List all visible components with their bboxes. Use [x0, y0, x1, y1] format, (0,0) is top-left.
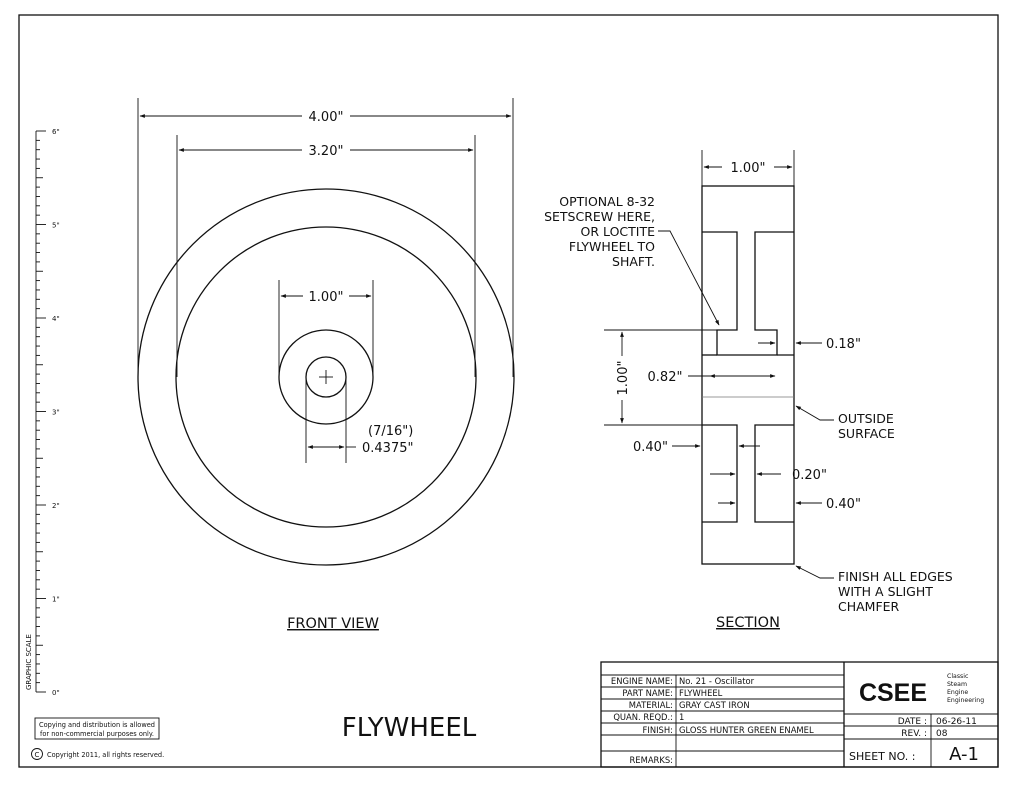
dim-hub-inner: 0.82" — [648, 370, 683, 385]
copyright-notice-box — [34, 717, 160, 740]
outside-note-line: SURFACE — [838, 426, 895, 441]
copyright-symbol: C — [35, 751, 40, 759]
tb-rev-label: REV. : — [901, 729, 927, 739]
outside-leader — [795, 405, 834, 421]
tb-sheet-label: SHEET NO. : — [849, 750, 916, 763]
tb-label-material: MATERIAL: — [629, 700, 673, 710]
tb-value-finish: GLOSS HUNTER GREEN ENAMEL — [679, 725, 814, 735]
dim-hub-diameter: 1.00" — [309, 290, 344, 305]
tb-date-label: DATE : — [898, 717, 927, 727]
dim-hub-offset: 0.18" — [826, 337, 861, 352]
drawing-title: FLYWHEEL — [342, 713, 477, 743]
dim-outer-diameter: 4.00" — [309, 110, 344, 125]
setscrew-note: OPTIONAL 8-32 SETSCREW HERE, OR LOCTITE … — [544, 194, 655, 269]
dim-hub-length: 1.00" — [616, 361, 631, 396]
inner-rim-circle — [175, 226, 477, 528]
copyright-text: Copyright 2011, all rights reserved. — [47, 751, 164, 759]
title-block: ENGINE NAME: No. 21 - Oscillator PART NA… — [600, 661, 999, 768]
section-view-label: SECTION — [716, 615, 780, 631]
section-view: 1.00" 1.00" 0.82" 0.18" 0.40" 0.20" 0.40… — [544, 150, 953, 631]
tb-rev-value: 08 — [936, 729, 948, 739]
dim-bore-decimal: 0.4375" — [362, 441, 413, 456]
tb-label-engine-name: ENGINE NAME: — [611, 676, 673, 686]
title-block-frame — [600, 661, 999, 768]
front-view: 4.00" 3.20" 1.00" (7/16") 0.4375" FRONT … — [137, 98, 515, 632]
scale-tick-label: 0" — [52, 689, 60, 697]
finish-note-line: CHAMFER — [838, 599, 900, 614]
scale-tick-label: 4" — [52, 315, 60, 323]
csee-logo: CSEE — [859, 679, 927, 707]
tb-label-quantity: QUAN. REQD.: — [613, 712, 673, 722]
logo-word: Engine — [947, 689, 968, 696]
scale-tick-label: 2" — [52, 502, 60, 510]
tb-label-part-name: PART NAME: — [622, 688, 673, 698]
setscrew-leader — [658, 230, 720, 326]
scale-label: GRAPHIC SCALE — [25, 634, 33, 690]
section-lower-cavity — [754, 424, 794, 523]
tb-label-finish: FINISH: — [643, 725, 673, 735]
section-upper-cavity — [702, 231, 794, 356]
copyright-area: Copying and distribution is allowed for … — [31, 717, 164, 760]
section-outline — [701, 185, 795, 565]
finish-note-line: FINISH ALL EDGES — [838, 569, 953, 584]
setscrew-note-line: FLYWHEEL TO — [569, 239, 655, 254]
scale-tick-label: 6" — [52, 128, 60, 136]
tb-sheet-value: A-1 — [949, 744, 979, 765]
setscrew-note-line: SHAFT. — [612, 254, 655, 269]
dim-bore-fraction: (7/16") — [368, 424, 413, 439]
dim-rim-inner-diameter: 3.20" — [309, 144, 344, 159]
logo-word: Steam — [947, 681, 967, 688]
scale-tick-label: 5" — [52, 222, 60, 230]
tb-value-material: GRAY CAST IRON — [679, 700, 750, 710]
outside-note-line: OUTSIDE — [838, 411, 894, 426]
scale-tick-label: 3" — [52, 409, 60, 417]
tb-value-part-name: FLYWHEEL — [679, 688, 723, 698]
setscrew-note-line: SETSCREW HERE, — [544, 209, 655, 224]
copyright-notice-line: Copying and distribution is allowed — [39, 721, 155, 729]
finish-leader — [795, 565, 834, 579]
tb-value-engine-name: No. 21 - Oscillator — [679, 676, 755, 686]
dim-section-width: 1.00" — [731, 161, 766, 176]
setscrew-note-line: OR LOCTITE — [581, 224, 656, 239]
finish-note-line: WITH A SLIGHT — [838, 584, 933, 599]
graphic-scale: 0" 1" 2" 3" 4" 5" 6" GRAPHIC SCALE — [25, 128, 60, 697]
tb-label-remarks: REMARKS: — [629, 755, 673, 765]
tb-date-value: 06-26-11 — [936, 717, 977, 727]
dim-web-thickness: 0.20" — [792, 468, 827, 483]
tb-value-quantity: 1 — [679, 712, 684, 722]
logo-word: Classic — [947, 673, 969, 680]
copyright-symbol-circle — [31, 748, 43, 760]
front-view-label: FRONT VIEW — [287, 616, 379, 632]
scale-tick-label: 1" — [52, 596, 60, 604]
section-lower-cavity — [702, 424, 738, 523]
dim-rim-step: 0.40" — [826, 497, 861, 512]
copyright-notice-line: for non-commercial purposes only. — [40, 730, 154, 738]
logo-word: Engineering — [947, 697, 984, 704]
setscrew-note-line: OPTIONAL 8-32 — [559, 194, 655, 209]
sheet-border — [18, 14, 999, 768]
dim-web-offset: 0.40" — [633, 440, 668, 455]
